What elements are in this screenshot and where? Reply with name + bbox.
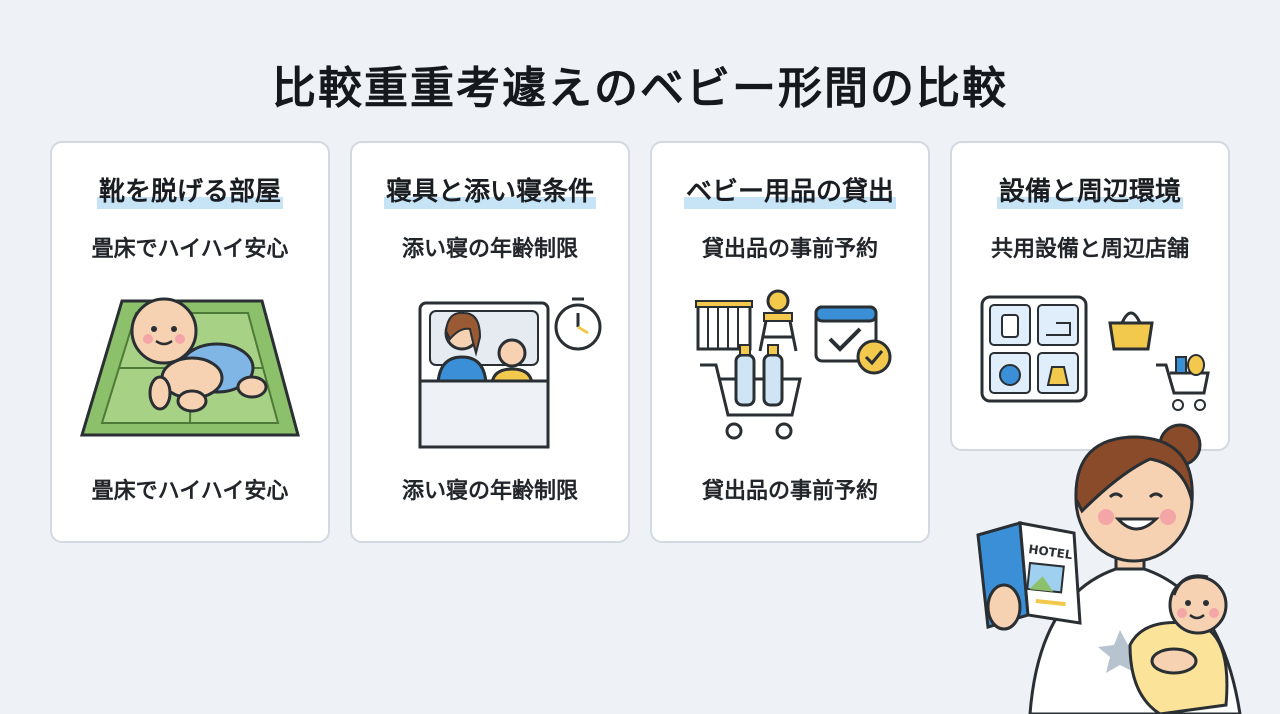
page-title: 比較重重考遽えのベビー形間の比較 xyxy=(272,63,1008,114)
card-footer: 畳床でハイハイ安心 xyxy=(91,479,289,504)
card-subtitle: 貸出品の事前予約 xyxy=(701,237,878,262)
card-heading-text: 靴を脱げる部屋 xyxy=(96,177,283,209)
card-footer: 添い寝の年齢制限 xyxy=(401,479,578,504)
cosleeping-bed-icon xyxy=(418,297,602,449)
card-heading: 設備と周辺環境 xyxy=(952,171,1228,209)
card-heading: 靴を脱げる部屋 xyxy=(52,171,328,209)
mother-with-baby-illustration: HOTEL xyxy=(976,423,1242,714)
card-heading: 寝具と添い寝条件 xyxy=(352,171,628,209)
card-heading-text: 寝具と添い寝条件 xyxy=(383,177,596,209)
card-baby-goods-rental: ベビー用品の貸出 貸出品の事前予約 貸出品の事前予約 xyxy=(650,141,930,543)
card-facilities-surroundings: 設備と周辺環境 共用設備と周辺店舗 xyxy=(950,141,1230,451)
card-heading-text: ベビー用品の貸出 xyxy=(683,177,896,209)
brochure-label: HOTEL xyxy=(1028,542,1074,562)
card-shoes-off-room: 靴を脱げる部屋 畳床でハイハイ安心 畳床でハイハイ安心 xyxy=(50,141,330,543)
card-subtitle: 畳床でハイハイ安心 xyxy=(91,237,289,262)
facilities-shopping-icon xyxy=(980,295,1210,411)
card-subtitle: 共用設備と周辺店舗 xyxy=(990,237,1189,262)
baby-goods-rental-icon xyxy=(695,289,892,440)
card-bedding-cosleeping: 寝具と添い寝条件 添い寝の年齢制限 添い寝の年齢制限 xyxy=(350,141,630,543)
crawling-baby-tatami-icon xyxy=(79,297,300,437)
card-subtitle: 添い寝の年齢制限 xyxy=(401,237,578,262)
card-footer: 貸出品の事前予約 xyxy=(701,479,878,504)
card-heading: ベビー用品の貸出 xyxy=(652,171,928,209)
card-heading-text: 設備と周辺環境 xyxy=(996,177,1183,209)
